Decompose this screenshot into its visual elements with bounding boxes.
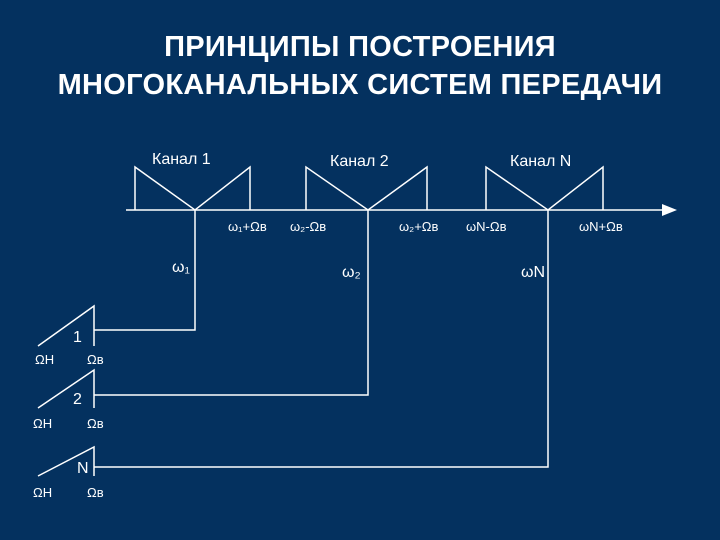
channel-n-label: Канал N bbox=[510, 153, 571, 170]
source-1-number: 1 bbox=[73, 329, 82, 346]
channel-1-lower-edge: ω₁+Ωв bbox=[228, 219, 267, 234]
frequency-axis-arrow bbox=[662, 204, 677, 216]
source-n-number: N bbox=[77, 460, 89, 477]
source-2-low-freq: ΩН bbox=[33, 416, 52, 431]
slide-title: ПРИНЦИПЫ ПОСТРОЕНИЯ МНОГОКАНАЛЬНЫХ СИСТЕ… bbox=[0, 28, 720, 104]
channel-1-spectrum bbox=[134, 165, 251, 211]
source-2-spectrum bbox=[37, 368, 95, 409]
channel-n-upper-edge: ωN+Ωв bbox=[579, 219, 623, 234]
carrier-2-label: ω₂ bbox=[342, 264, 361, 281]
title-line-2: МНОГОКАНАЛЬНЫХ СИСТЕМ ПЕРЕДАЧИ bbox=[57, 69, 663, 101]
title-line-1: ПРИНЦИПЫ ПОСТРОЕНИЯ bbox=[164, 31, 556, 63]
source-1-connector bbox=[94, 210, 196, 331]
channel-2-label: Канал 2 bbox=[330, 153, 389, 170]
channel-1-label: Канал 1 bbox=[152, 151, 211, 168]
source-1-high-freq: Ωв bbox=[87, 352, 104, 367]
channel-2-upper-edge: ω₂+Ωв bbox=[399, 219, 439, 234]
source-2-number: 2 bbox=[73, 391, 82, 408]
channel-2-spectrum bbox=[305, 165, 428, 211]
channel-2-lower-edge: ω₂-Ωв bbox=[290, 219, 326, 234]
source-2-high-freq: Ωв bbox=[87, 416, 104, 431]
source-2-connector bbox=[94, 210, 369, 396]
channel-n-lower-edge: ωN-Ωв bbox=[466, 219, 507, 234]
source-n-connector bbox=[94, 210, 549, 468]
carrier-n-label: ωN bbox=[521, 264, 545, 281]
source-n-low-freq: ΩН bbox=[33, 485, 52, 500]
carrier-1-label: ω₁ bbox=[172, 259, 190, 276]
source-1-spectrum bbox=[37, 304, 95, 347]
channel-n-spectrum bbox=[485, 165, 604, 211]
source-n-high-freq: Ωв bbox=[87, 485, 104, 500]
source-1-low-freq: ΩН bbox=[35, 352, 54, 367]
